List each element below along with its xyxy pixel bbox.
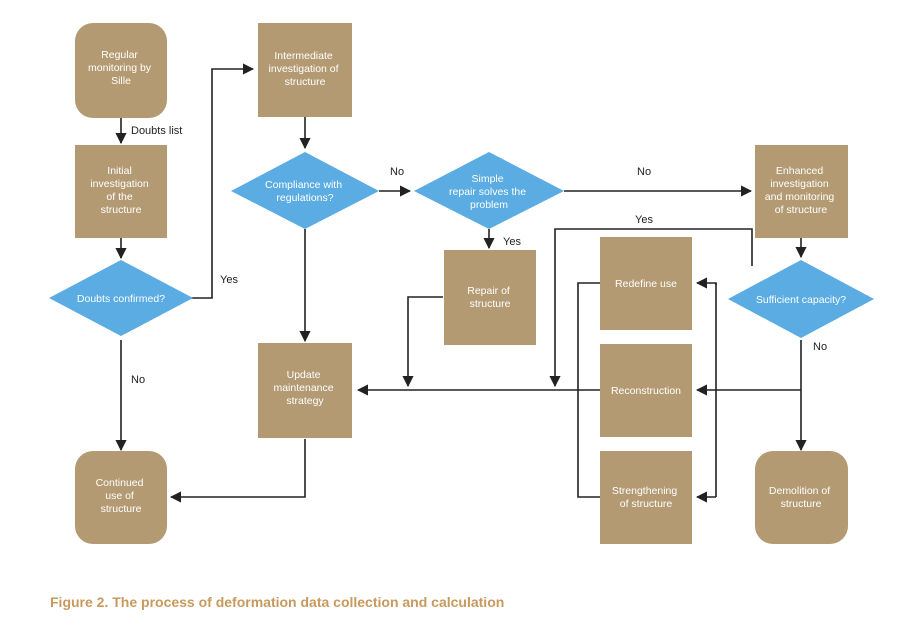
- box-demolition: [755, 451, 848, 544]
- diamond-simple-repair: [414, 152, 564, 229]
- edge-label-no-repair: No: [637, 166, 651, 178]
- label-doubts-confirmed: Doubts confirmed?: [77, 293, 165, 305]
- edge-label-yes-doubts: Yes: [220, 274, 238, 286]
- box-initial-investigation: [75, 145, 167, 238]
- label-repair-structure: Repair of structure: [467, 285, 513, 310]
- decision-diamonds: [49, 152, 874, 338]
- edge-labels: Doubts list Yes No No Yes No Yes No: [131, 125, 827, 386]
- diamond-compliance: [231, 152, 379, 229]
- box-enhanced-investigation: [755, 145, 848, 238]
- box-repair-structure: [444, 250, 536, 345]
- label-simple-repair: Simple repair solves the problem: [449, 173, 529, 211]
- box-intermediate-investigation: [258, 23, 352, 117]
- edge-label-yes-repair: Yes: [503, 236, 521, 248]
- label-strengthening: Strengthening of structure: [612, 485, 680, 510]
- box-reconstruction: [600, 344, 692, 437]
- edge-label-no-capacity: No: [813, 341, 827, 353]
- edge-repair-to-update: [402, 296, 443, 388]
- edge-doubts-to-intermediate: [190, 63, 255, 299]
- label-reconstruction: Reconstruction: [611, 385, 681, 397]
- box-redefine-use: [600, 237, 692, 330]
- node-labels: Regular monitoring by Sille Initial inve…: [77, 49, 846, 515]
- label-redefine-use: Redefine use: [615, 278, 677, 290]
- box-update-strategy: [258, 343, 352, 438]
- connectors: [115, 63, 807, 503]
- edge-loop-left: [577, 282, 600, 498]
- edge-capacity-to-update: [549, 228, 753, 388]
- edge-update-to-continued: [169, 439, 306, 503]
- label-intermediate-investigation: Intermediate investigation of structure: [269, 50, 342, 88]
- diamond-doubts-confirmed: [49, 260, 193, 336]
- label-update-strategy: Update maintenance strategy: [273, 369, 336, 407]
- diamond-sufficient-capacity: [728, 260, 874, 338]
- figure-caption: Figure 2. The process of deformation dat…: [50, 594, 505, 610]
- box-continued-use: [75, 451, 167, 544]
- edge-label-no-compliance: No: [390, 166, 404, 178]
- box-regular-monitoring: [75, 23, 167, 118]
- edge-label-no-doubts: No: [131, 374, 145, 386]
- box-strengthening: [600, 451, 692, 544]
- label-initial-investigation: Initial investigation of the structure: [90, 165, 151, 216]
- label-regular-monitoring: Regular monitoring by Sille: [88, 49, 154, 87]
- label-sufficient-capacity: Sufficient capacity?: [756, 294, 846, 306]
- edge-label-yes-capacity: Yes: [635, 214, 653, 226]
- edge-label-doubts-list: Doubts list: [131, 125, 182, 137]
- label-continued-use: Continued use of structure: [96, 477, 147, 515]
- label-demolition: Demolition of structure: [769, 485, 833, 510]
- process-boxes: [75, 23, 848, 544]
- label-compliance: Compliance with regulations?: [265, 179, 345, 204]
- edge-loop-right-redefine: [695, 277, 717, 289]
- label-enhanced-investigation: Enhanced investigation and monitoring of…: [765, 165, 837, 216]
